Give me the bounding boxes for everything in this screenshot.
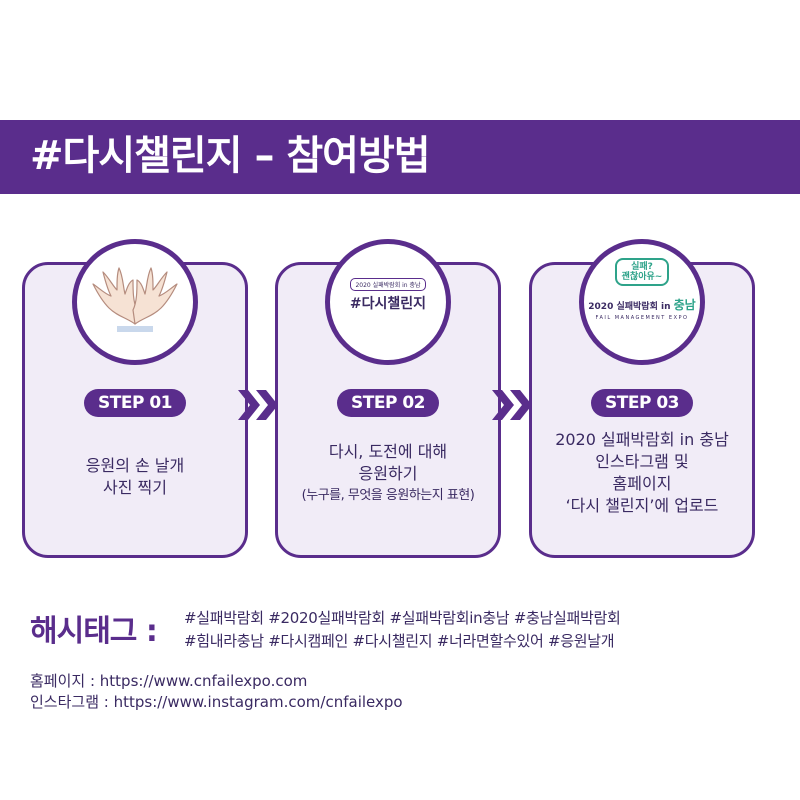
challenge-logo: 2020 실패박람회 in 충남 #다시챌린지 (338, 272, 438, 313)
hashtag-line-1: #실패박람회 #2020실패박람회 #실패박람회in충남 #충남실패박람회 (184, 609, 621, 627)
page-title: #다시챌린지 – 참여방법 (30, 133, 431, 179)
link-list: 홈페이지 : https://www.cnfailexpo.com 인스타그램 … (30, 671, 403, 713)
step-1-label: STEP 01 (84, 389, 186, 417)
hashtag-line-2: #힘내라충남 #다시캠페인 #다시챌린지 #너라면할수있어 #응원날개 (184, 632, 615, 650)
title-banner: #다시챌린지 – 참여방법 (0, 120, 800, 194)
step-1-line-2: 사진 찍기 (103, 478, 167, 497)
step-2-note: (누구를, 무엇을 응원하는지 표현) (301, 488, 475, 503)
step-3-line-1: 2020 실패박람회 in 충남 (555, 430, 729, 449)
challenge-logo-text: #다시챌린지 (349, 296, 427, 312)
step-2-line-2: 응원하기 (358, 464, 418, 483)
step-3-line-3: 홈페이지 (612, 474, 672, 493)
expo-logo-name-prefix: 2020 실패박람회 in (588, 302, 674, 312)
step-2-description: 다시, 도전에 대해 응원하기 (누구를, 무엇을 응원하는지 표현) (284, 441, 492, 507)
step-1-description: 응원의 손 날개 사진 찍기 (31, 455, 239, 499)
step-3-line-4: ‘다시 챌린지’에 업로드 (565, 496, 719, 515)
expo-logo-subtitle: FAIL MANAGEMENT EXPO (595, 315, 689, 321)
step-3-line-2: 인스타그램 및 (595, 452, 689, 471)
expo-logo-bubble-line-2: 괜찮아유~ (621, 272, 663, 282)
hands-wing-icon (92, 267, 178, 332)
expo-logo: 실패? 괜찮아유~ 2020 실패박람회 in 충남 FAIL MANAGEME… (588, 258, 696, 321)
homepage-link[interactable]: 홈페이지 : https://www.cnfailexpo.com (30, 672, 308, 690)
step-3-image: 실패? 괜찮아유~ 2020 실패박람회 in 충남 FAIL MANAGEME… (579, 239, 705, 365)
expo-logo-name: 2020 실패박람회 in 충남 (588, 296, 696, 313)
chevron-right-double-icon (238, 390, 278, 420)
step-2-image: 2020 실패박람회 in 충남 #다시챌린지 (325, 239, 451, 365)
hashtag-list: #실패박람회 #2020실패박람회 #실패박람회in충남 #충남실패박람회 #힘… (184, 607, 621, 653)
step-card-1: STEP 01 응원의 손 날개 사진 찍기 (22, 239, 248, 558)
challenge-logo-caption: 2020 실패박람회 in 충남 (350, 278, 426, 291)
chevron-right-double-icon (492, 390, 532, 420)
step-2-label: STEP 02 (337, 389, 439, 417)
step-3-description: 2020 실패박람회 in 충남 인스타그램 및 홈페이지 ‘다시 챌린지’에 … (538, 429, 746, 517)
step-1-line-1: 응원의 손 날개 (85, 456, 185, 475)
step-2-line-1: 다시, 도전에 대해 (328, 442, 448, 461)
step-card-2: 2020 실패박람회 in 충남 #다시챌린지 STEP 02 다시, 도전에 … (275, 239, 501, 558)
expo-logo-bubble-line-1: 실패? (631, 262, 653, 272)
expo-logo-region: 충남 (673, 298, 696, 312)
step-1-image (72, 239, 198, 365)
expo-logo-bubble: 실패? 괜찮아유~ (614, 258, 670, 286)
step-3-label: STEP 03 (591, 389, 693, 417)
instagram-link[interactable]: 인스타그램 : https://www.instagram.com/cnfail… (30, 693, 403, 711)
hashtag-title: 해시태그 : (30, 614, 158, 649)
step-card-3: 실패? 괜찮아유~ 2020 실패박람회 in 충남 FAIL MANAGEME… (529, 239, 755, 558)
